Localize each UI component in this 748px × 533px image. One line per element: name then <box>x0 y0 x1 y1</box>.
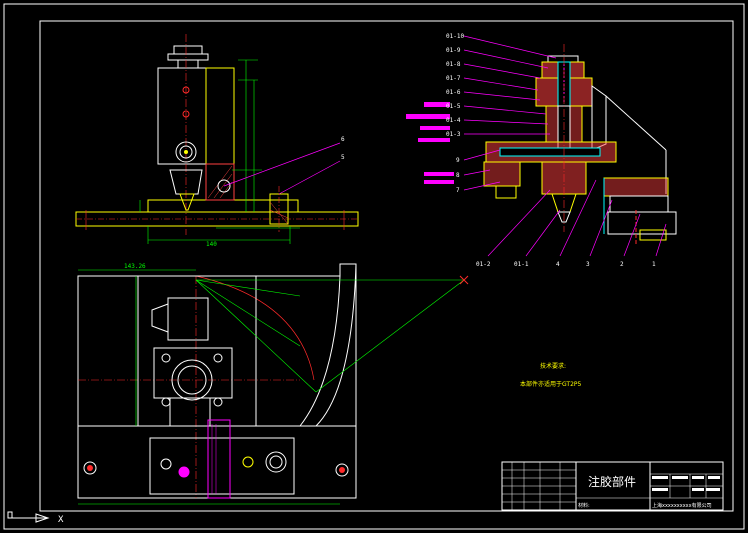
section-view[interactable]: 01-10 01-9 01-8 01-7 01-6 01-5 01-4 01-3… <box>406 33 677 268</box>
housing-block <box>157 67 207 165</box>
balloon-01-7: 01-7 <box>446 75 461 82</box>
title-block[interactable]: 注胶部件 材料: 上海xxxxxxxxxx有限公司 <box>501 461 724 511</box>
balloon-01-5: 01-5 <box>446 103 461 110</box>
balloon-01-10: 01-10 <box>446 33 464 40</box>
company-label: 上海xxxxxxxxxx有限公司 <box>652 502 712 509</box>
balloon-4: 4 <box>556 261 560 268</box>
balloon-8: 8 <box>456 172 460 179</box>
balloon-01-6: 01-6 <box>446 89 461 96</box>
dim-front-bottom: 140 <box>206 241 217 248</box>
material-label: 材料: <box>578 502 590 509</box>
balloon-2: 2 <box>620 261 624 268</box>
balloon-01-3: 01-3 <box>446 131 461 138</box>
tech-requirements-line: 本部件亦适用于GT2P5 <box>520 380 582 388</box>
balloon-01-1: 01-1 <box>514 261 529 268</box>
tech-requirements-heading: 技术要求: <box>540 362 566 370</box>
plan-view[interactable]: 143.26 <box>77 263 469 505</box>
outer-border <box>3 3 745 530</box>
balloon-01-9: 01-9 <box>446 47 461 54</box>
balloon-7: 7 <box>456 187 460 194</box>
balloon-01-2: 01-2 <box>476 261 491 268</box>
balloon-6: 6 <box>341 136 345 143</box>
side-view[interactable]: 140 6 5 <box>75 34 359 248</box>
bracket <box>147 199 299 213</box>
balloon-9: 9 <box>456 157 460 164</box>
top-knob <box>173 45 203 55</box>
drawing-frame <box>39 20 734 512</box>
drawing-title: 注胶部件 <box>588 474 636 489</box>
balloon-5: 5 <box>341 154 345 161</box>
ucs-x-label: X <box>58 515 64 525</box>
balloon-01-4: 01-4 <box>446 117 461 124</box>
dim-plan-top: 143.26 <box>124 263 146 270</box>
balloon-01-8: 01-8 <box>446 61 461 68</box>
balloon-1: 1 <box>652 261 656 268</box>
balloon-3: 3 <box>586 261 590 268</box>
plan-plate-outline <box>77 275 340 498</box>
nozzle <box>169 169 203 195</box>
ucs-icon: X <box>7 511 64 525</box>
